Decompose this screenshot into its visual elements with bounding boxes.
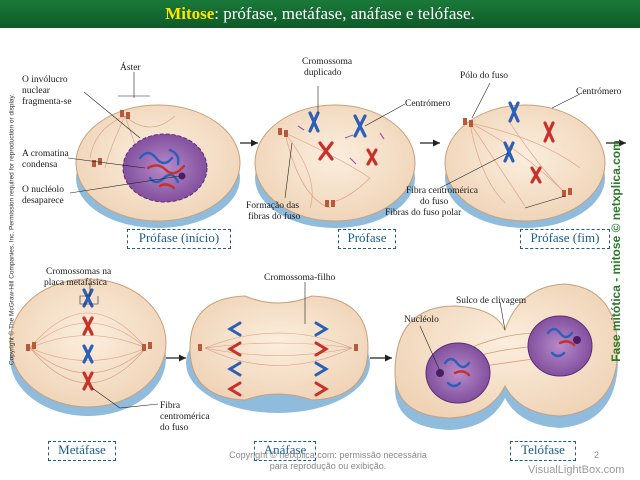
watermark: VisualLightBox.com: [528, 464, 625, 476]
labels: O invólucro nuclear fragmenta-se Áster A…: [22, 57, 622, 433]
label-fibra-centromerica-2: do fuso: [420, 196, 448, 207]
label-nucleolo: Nucléolo: [404, 315, 439, 325]
stage-label-anafase: Anáfase: [254, 441, 316, 461]
label-fibras-polar: Fibras do fuso polar: [385, 207, 462, 218]
cell-profase: [254, 104, 416, 228]
label-involucro-3: fragmenta-se: [22, 96, 72, 107]
label-cromatina-1: A cromatina: [22, 149, 69, 159]
label-fibra-centromerica-1: Fibra centromérica: [406, 186, 479, 196]
title-prefix: Mitose: [165, 4, 215, 23]
label-centromero-2: Centrómero: [576, 87, 622, 97]
label-formacao-1: Formação das: [246, 201, 299, 211]
label-cromossoma-dup-1: Cromossoma: [302, 57, 353, 67]
stage-label-metafase: Metáfase: [48, 441, 116, 461]
label-involucro-1: O invólucro: [22, 75, 68, 85]
label-aster: Áster: [120, 61, 141, 73]
label-cromossoma-filho: Cromossoma-filho: [264, 272, 335, 283]
cell-telofase: [394, 283, 619, 430]
label-cromossoma-dup-2: duplicado: [304, 68, 342, 78]
label-cromatina-2: condensa: [22, 160, 58, 170]
page-number: 2: [594, 450, 600, 460]
label-fibra-centromerica2-2: centromérica: [160, 412, 210, 422]
stage-label-profase-fim: Prófase (fim): [520, 229, 610, 249]
cell-anafase: [186, 295, 370, 413]
stage-label-profase: Prófase: [338, 229, 396, 249]
title-rest: : prófase, metáfase, anáfase e telófase.: [214, 4, 475, 23]
label-formacao-2: fibras do fuso: [248, 211, 300, 222]
leader-lines: [67, 72, 581, 409]
label-centromero: Centrómero: [405, 99, 451, 109]
label-involucro-2: nuclear: [22, 86, 51, 96]
label-polo: Pólo do fuso: [460, 70, 508, 81]
cell-profase-fim: [444, 101, 606, 228]
cell-profase-inicio: [75, 104, 241, 228]
title-bar: Mitose: prófase, metáfase, anáfase e tel…: [0, 0, 640, 28]
stage-label-profase-inicio: Prófase (início): [127, 229, 231, 249]
cell-metafase: [9, 278, 167, 416]
footer-note: Copyright © netxplica.com: permissão nec…: [229, 450, 427, 471]
label-cromossomas-placa-2: placa metafásica: [44, 277, 108, 288]
label-fibra-centromerica2-3: do fuso: [160, 422, 188, 433]
label-nucleolo-des-1: O nucléolo: [22, 185, 64, 195]
label-nucleolo-des-2: desaparece: [22, 196, 64, 206]
label-sulco: Sulco de clivagem: [456, 296, 527, 306]
mitosis-diagram: O invólucro nuclear fragmenta-se Áster A…: [9, 57, 626, 433]
label-cromossomas-placa-1: Cromossomas na: [46, 267, 112, 277]
side-copyright: Copyright © The McGraw-Hill Companies, I…: [8, 93, 16, 366]
label-fibra-centromerica2-1: Fibra: [160, 401, 181, 411]
stage-label-telofase: Telófase: [510, 441, 576, 461]
side-site-credit: Fase mitótica - mitose © netxplica.com: [609, 140, 623, 362]
